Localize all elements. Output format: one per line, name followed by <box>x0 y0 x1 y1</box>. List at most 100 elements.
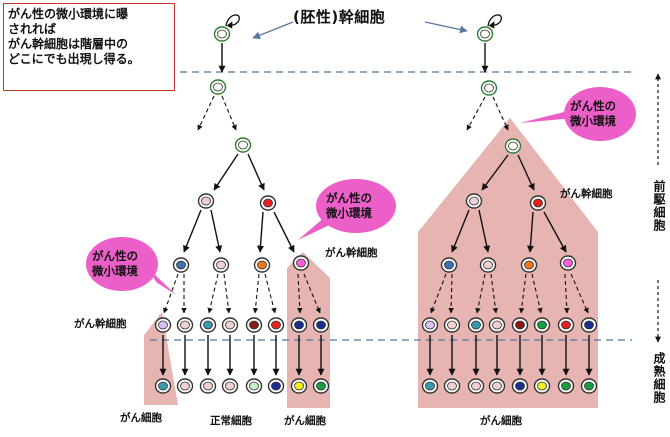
cell-l5-right <box>511 317 529 333</box>
cell-l6-right <box>421 378 439 394</box>
cancer-region-right <box>418 118 598 408</box>
stem-cell-top-left <box>213 26 231 42</box>
cell-right-level-3b-red <box>529 195 547 211</box>
arrow-right-l2-b <box>517 154 535 191</box>
cell-l6-left <box>221 378 239 394</box>
arrow-r-l3a-1 <box>451 209 470 253</box>
self-renewal-loop-right <box>487 14 502 29</box>
label-cancer-stem-cell-left: がん幹細胞 <box>74 318 127 330</box>
stem-cell-top-right <box>476 26 494 42</box>
bubble-middle <box>298 179 396 240</box>
arrow-l3a-1 <box>183 209 202 253</box>
arrow-r-l3a-2 <box>478 209 491 253</box>
cell-l5-right <box>533 317 551 333</box>
cell-r-l4-pale <box>479 257 497 273</box>
cell-l6-left <box>154 378 172 394</box>
arrow-left-l2-b <box>247 153 265 191</box>
label-cancer-cell-middle: がん細胞 <box>284 415 326 427</box>
note-box: がん性の微小環境に曝 されれば がん幹細胞は階層中の どこにでも出現し得る。 <box>3 3 175 91</box>
cell-r-l4-magenta <box>559 255 577 271</box>
cell-l6-left <box>290 378 308 394</box>
arrow-l4-to-l5 <box>163 273 179 314</box>
cell-l5-right <box>488 317 506 333</box>
cell-l6-right <box>443 378 461 394</box>
cell-l6-left <box>312 378 330 394</box>
cell-l5-right <box>443 317 461 333</box>
arrow-dashed-right-1 <box>466 96 486 131</box>
cell-l5-left <box>290 317 308 333</box>
arrow-right-l2-a <box>481 154 509 191</box>
bubble-line-2: 微小環境 <box>326 206 372 220</box>
cell-l6-right <box>488 378 506 394</box>
cell-left-level-1 <box>209 79 227 95</box>
bubble-line-1: がん性の <box>326 191 372 205</box>
cell-l5-right <box>421 317 439 333</box>
note-line-4: どこにでも出現し得る。 <box>8 52 140 66</box>
cell-l4-pale <box>212 257 230 273</box>
cell-right-level-1 <box>480 80 498 96</box>
arrow-dashed-right-2 <box>492 96 509 131</box>
bubble-right-top <box>520 87 636 141</box>
arrow-l3a-2 <box>210 209 223 253</box>
arrow-l3b-1 <box>256 211 264 253</box>
cell-l5-left <box>199 317 217 333</box>
label-normal-cell: 正常細胞 <box>210 415 252 427</box>
cell-left-level-3a <box>197 193 215 209</box>
axis-label-mature: 成熟細胞 <box>652 352 666 404</box>
title-arrow-left <box>252 21 294 40</box>
cell-l6-left <box>245 378 263 394</box>
cell-r-l4-blue <box>440 257 458 273</box>
cell-r-l4-orange <box>520 257 538 273</box>
cell-l4-magenta <box>292 255 310 271</box>
bubble-line-1: がん性の <box>92 249 138 263</box>
bubble-line-2: 微小環境 <box>92 264 138 278</box>
cell-l6-right <box>533 378 551 394</box>
arrow-l4-to-l5 <box>303 273 321 314</box>
cell-l5-left <box>312 317 330 333</box>
lineage-arrows <box>159 43 593 376</box>
bubble-line-1: がん性の <box>570 99 616 113</box>
label-cancer-cell-left: がん細胞 <box>120 412 162 424</box>
title-embryonic-stem-cell: (胚性)幹細胞 <box>293 8 386 26</box>
note-line-3: がん幹細胞は階層中の <box>8 37 129 51</box>
cell-l4-orange <box>253 257 271 273</box>
label-cancer-cell-right: がん細胞 <box>480 415 522 427</box>
axis-label-progenitor: 前駆細胞 <box>652 180 666 232</box>
cell-l5-right <box>557 317 575 333</box>
cell-l5-left <box>176 317 194 333</box>
note-line-1: がん性の微小環境に曝 <box>8 7 129 21</box>
cell-l5-right <box>580 317 598 333</box>
cell-l6-left <box>199 378 217 394</box>
cell-l4-blue <box>172 257 190 273</box>
label-cancer-stem-cell-middle: がん幹細胞 <box>325 247 378 259</box>
cell-l5-right <box>467 317 485 333</box>
cell-right-level-2 <box>504 138 522 154</box>
arrow-left-l2-a <box>213 153 239 191</box>
arrow-r-l3b-1 <box>526 211 534 253</box>
cell-l5-left <box>245 317 263 333</box>
arrow-r-l4-to-l5 <box>570 273 589 314</box>
arrow-l3b-2 <box>273 211 295 253</box>
note-line-2: されれば <box>8 22 57 36</box>
arrow-dashed-left-1 <box>197 95 215 131</box>
self-renewal-loop-left <box>225 14 240 29</box>
bubble-right-top-text: がん性の 微小環境 <box>570 99 616 129</box>
cell-left-level-2 <box>234 137 252 153</box>
cell-l6-right <box>511 378 529 394</box>
cell-l6-right <box>580 378 598 394</box>
cell-l6-left <box>267 378 285 394</box>
arrow-r-l3b-2 <box>543 211 567 253</box>
arrow-dashed-left-2 <box>221 95 237 131</box>
bubble-left <box>86 237 176 295</box>
arrow-l4-to-l5 <box>252 273 260 314</box>
bubble-middle-text: がん性の 微小環境 <box>326 191 372 221</box>
bubble-left-text: がん性の 微小環境 <box>92 249 138 279</box>
cell-l5-left <box>221 317 239 333</box>
cell-l5-left <box>154 317 172 333</box>
cell-l6-left <box>176 378 194 394</box>
arrow-l4-to-l5 <box>223 273 232 314</box>
cell-l6-right <box>557 378 575 394</box>
label-cancer-stem-cell-right: がん幹細胞 <box>560 188 613 200</box>
